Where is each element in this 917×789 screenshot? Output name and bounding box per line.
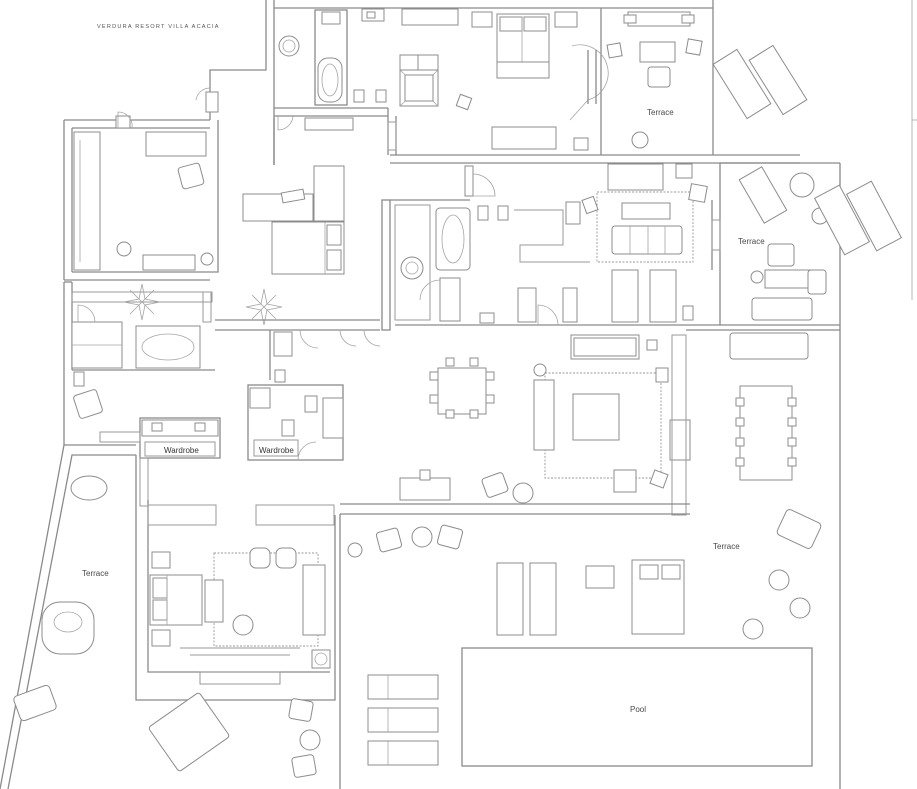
- left-lounge: [73, 87, 219, 271]
- label-terrace-right: Terrace: [713, 542, 740, 551]
- top-terrace: Terrace: [606, 11, 808, 149]
- central-living: [340, 334, 691, 516]
- dining-area: [429, 357, 547, 419]
- label-terrace-mid: Terrace: [738, 237, 765, 246]
- middle-bath: [381, 165, 720, 331]
- central-rooms: [242, 165, 345, 275]
- pool: [461, 647, 813, 767]
- label-pool: Pool: [630, 705, 646, 714]
- left-spa: [71, 283, 283, 419]
- pool-terrace: Terrace Pool: [339, 332, 822, 789]
- middle-lounge: [581, 163, 721, 323]
- label-terrace-top: Terrace: [647, 108, 674, 117]
- left-terrace: Terrace: [13, 475, 321, 778]
- exterior-walls: [0, 0, 841, 789]
- plan-title: VERDURA RESORT VILLA ACACIA: [97, 24, 220, 30]
- label-terrace-left: Terrace: [82, 569, 109, 578]
- label-wardrobe-1: Wardrobe: [164, 446, 199, 455]
- right-terrace: Terrace: [738, 166, 903, 321]
- lower-bedroom: [135, 455, 336, 701]
- master-bath-suite: [274, 8, 609, 155]
- wardrobe-bath-block: Wardrobe Wardrobe: [99, 319, 381, 507]
- label-wardrobe-2: Wardrobe: [259, 446, 294, 455]
